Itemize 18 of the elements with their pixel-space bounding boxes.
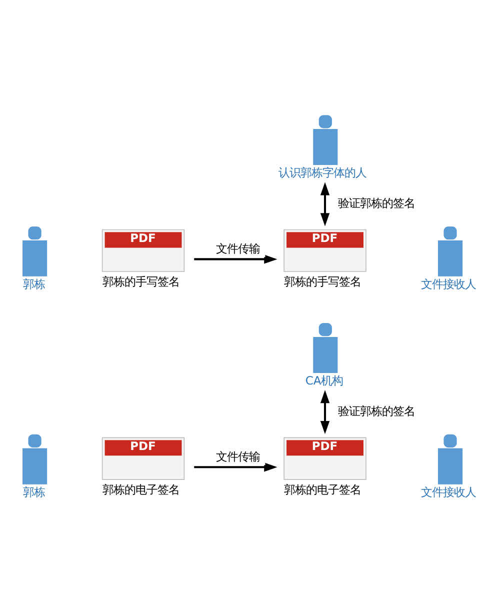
node-label: 郭栋的手写签名 <box>284 274 361 288</box>
node-label: 郭栋 <box>22 484 44 498</box>
node-label: 认识郭栋字体的人 <box>278 165 366 180</box>
node-label: 郭栋的手写签名 <box>102 274 179 288</box>
edge-label: 验证郭栋的签名 <box>338 403 415 418</box>
node-label: 郭栋的电子签名 <box>284 482 361 496</box>
arrow <box>320 390 330 434</box>
node-label: 郭栋 <box>22 276 44 291</box>
node-label: 文件接收人 <box>420 484 476 498</box>
node-label: 文件接收人 <box>420 276 476 291</box>
edge-label: 文件传输 <box>216 448 260 463</box>
edge-label: 文件传输 <box>216 240 260 255</box>
node-label: 郭栋的电子签名 <box>102 482 179 496</box>
edge-label: 验证郭栋的签名 <box>338 195 415 210</box>
node-label: CA机构 <box>304 373 343 388</box>
arrow <box>320 182 330 226</box>
arrow <box>194 462 277 472</box>
arrow <box>194 254 277 264</box>
